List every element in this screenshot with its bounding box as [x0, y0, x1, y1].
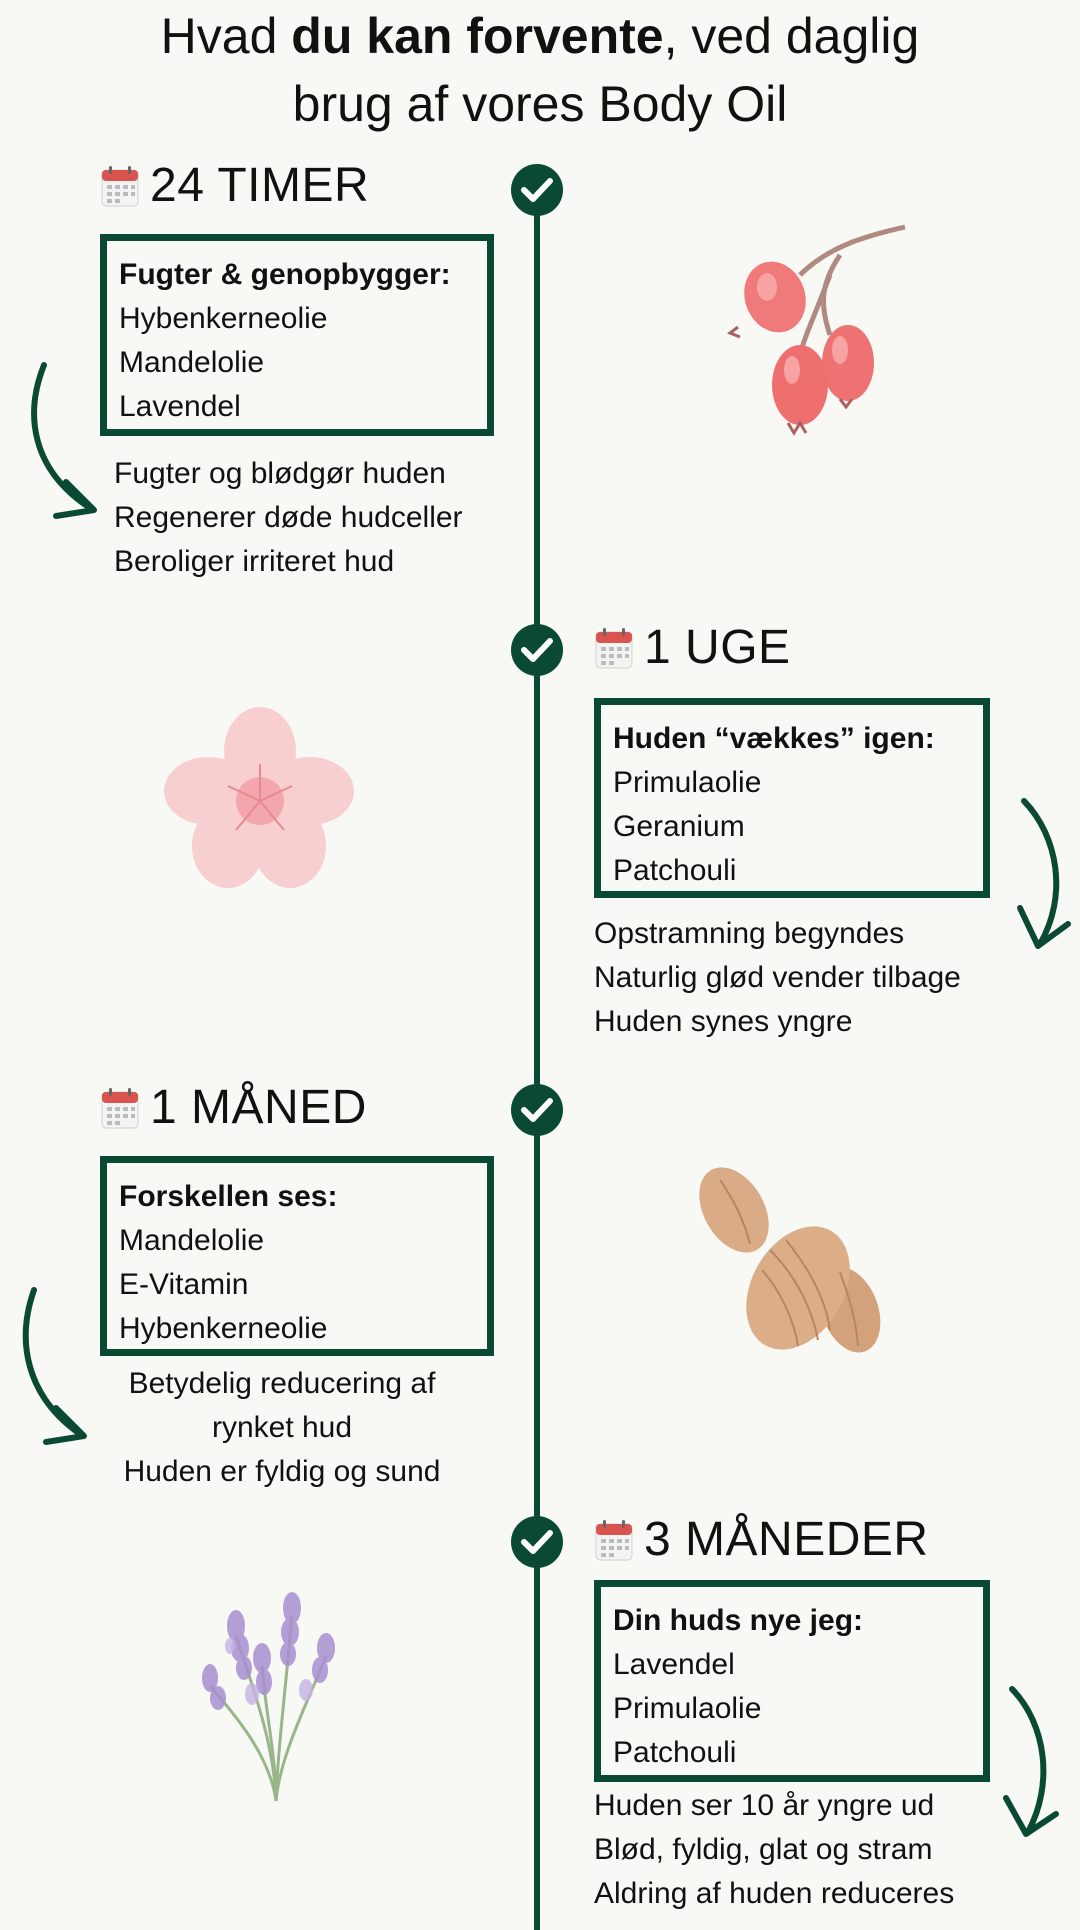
- curved-arrow-icon: [1003, 1686, 1059, 1837]
- ingredient-item: Mandelolie: [119, 1224, 265, 1257]
- curved-arrow-icon: [31, 362, 97, 519]
- almond-illustration: [699, 1167, 881, 1353]
- effect-item: Regenerer døde hudceller: [114, 501, 463, 534]
- effect-item: rynket hud: [211, 1411, 353, 1444]
- ingredients-box: Huden “vækkes” igen: Primulaolie Geraniu…: [594, 698, 990, 898]
- stage-label: 1 MÅNED: [150, 1081, 367, 1134]
- stage-label: 1 UGE: [644, 621, 791, 674]
- ingredients-box: Din huds nye jeg: Lavendel Primulaolie P…: [594, 1580, 990, 1782]
- ingredient-item: Hybenkerneolie: [119, 1312, 328, 1345]
- ingredients-box: Forskellen ses: Mandelolie E-Vitamin Hyb…: [100, 1156, 494, 1356]
- effect-item: Fugter og blødgør huden: [114, 457, 446, 490]
- calendar-icon: [595, 627, 633, 668]
- curved-arrow-icon: [22, 1287, 87, 1445]
- ingredient-item: Lavendel: [119, 390, 241, 423]
- ingredient-item: Primulaolie: [613, 766, 762, 799]
- ingredient-item: Hybenkerneolie: [119, 302, 328, 335]
- check-circle-icon: [511, 624, 563, 676]
- effect-item: Huden synes yngre: [594, 1005, 853, 1038]
- title-line-2: brug af vores Body Oil: [292, 76, 788, 132]
- curved-arrow-icon: [1017, 798, 1071, 949]
- ingredient-item: Lavendel: [613, 1648, 735, 1681]
- calendar-icon: [101, 165, 139, 206]
- effect-item: Betydelig reducering af: [128, 1367, 436, 1400]
- ingredient-item: Mandelolie: [119, 346, 265, 379]
- check-circle-icon: [511, 164, 563, 216]
- effect-item: Opstramning begyndes: [594, 917, 905, 950]
- timeline-line: [534, 170, 540, 1930]
- ingredient-item: E-Vitamin: [119, 1268, 249, 1301]
- box-heading: Forskellen ses:: [119, 1180, 338, 1213]
- effects-list: Huden ser 10 år yngre ud Blød, fyldig, g…: [594, 1784, 954, 1916]
- effect-item: Naturlig glød vender tilbage: [594, 961, 961, 994]
- stage-title-1-maaned: 1 MÅNED: [100, 1080, 367, 1135]
- calendar-icon: [595, 1519, 633, 1560]
- ingredient-item: Primulaolie: [613, 1692, 762, 1725]
- effects-list: Opstramning begyndes Naturlig glød vende…: [594, 912, 961, 1044]
- ingredient-item: Patchouli: [613, 854, 737, 887]
- ingredient-item: Geranium: [613, 810, 745, 843]
- stage-title-3-maaneder: 3 MÅNEDER: [594, 1512, 929, 1567]
- effects-list: Fugter og blødgør huden Regenerer døde h…: [114, 452, 463, 584]
- stage-label: 3 MÅNEDER: [644, 1513, 929, 1566]
- stage-label: 24 TIMER: [150, 159, 370, 212]
- effect-item: Aldring af huden reduceres: [594, 1877, 955, 1910]
- stage-title-24-timer: 24 TIMER: [100, 158, 369, 213]
- ingredient-item: Patchouli: [613, 1736, 737, 1769]
- rosehip-illustration: [726, 224, 906, 436]
- stage-title-1-uge: 1 UGE: [594, 620, 791, 675]
- effect-item: Huden er fyldig og sund: [123, 1455, 441, 1488]
- check-circle-icon: [511, 1516, 563, 1568]
- box-heading: Huden “vækkes” igen:: [613, 722, 935, 755]
- lavender-illustration: [202, 1592, 335, 1802]
- calendar-icon: [101, 1087, 139, 1128]
- box-heading: Din huds nye jeg:: [613, 1604, 864, 1637]
- blossom-illustration: [164, 707, 354, 888]
- page-title: Hvad du kan forvente, ved daglig brug af…: [0, 0, 1080, 138]
- title-line-1: Hvad du kan forvente, ved daglig: [160, 8, 920, 64]
- check-circle-icon: [511, 1084, 563, 1136]
- ingredients-box: Fugter & genopbygger: Hybenkerneolie Man…: [100, 234, 494, 436]
- effect-item: Blød, fyldig, glat og stram: [594, 1833, 933, 1866]
- effects-list: Betydelig reducering af rynket hud Huden…: [96, 1362, 468, 1494]
- effect-item: Huden ser 10 år yngre ud: [594, 1789, 935, 1822]
- effect-item: Beroliger irriteret hud: [114, 545, 395, 578]
- box-heading: Fugter & genopbygger:: [119, 258, 451, 291]
